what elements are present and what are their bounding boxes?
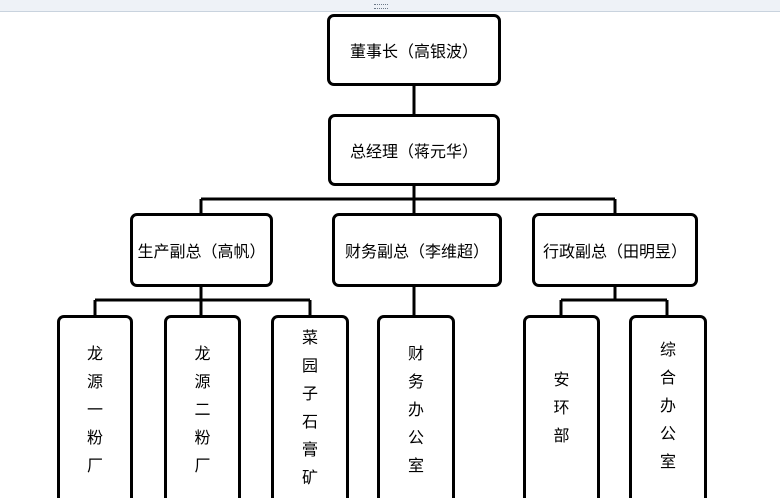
deputy-production-box[interactable]: 生产副总（高帆） bbox=[130, 213, 273, 287]
window-top-edge bbox=[0, 0, 780, 12]
general-manager-label: 总经理（蒋元华） bbox=[349, 142, 478, 161]
unit-box-finance-office[interactable]: 财务办公室 bbox=[377, 315, 455, 498]
unit-label-finance-office: 财务办公室 bbox=[407, 344, 424, 475]
unit-label-safety-env: 安环部 bbox=[553, 370, 570, 445]
deputy-admin-box[interactable]: 行政副总（田明昱） bbox=[532, 213, 698, 287]
unit-box-longyuan-2[interactable]: 龙源二粉厂 bbox=[164, 315, 241, 498]
resize-grip-icon[interactable] bbox=[374, 4, 388, 9]
deputy-production-label: 生产副总（高帆） bbox=[137, 242, 266, 261]
unit-label-longyuan-1: 龙源一粉厂 bbox=[86, 344, 103, 475]
unit-box-general-office[interactable]: 综合办公室 bbox=[629, 315, 707, 498]
unit-box-longyuan-1[interactable]: 龙源一粉厂 bbox=[57, 315, 133, 498]
general-manager-box[interactable]: 总经理（蒋元华） bbox=[328, 114, 500, 186]
unit-label-general-office: 综合办公室 bbox=[659, 340, 676, 471]
chairman-label: 董事长（高银波） bbox=[349, 42, 478, 61]
unit-label-caiyuanzi-mine: 菜园子石膏矿 bbox=[301, 328, 318, 487]
deputy-finance-label: 财务副总（李维超） bbox=[344, 242, 489, 261]
chairman-box[interactable]: 董事长（高银波） bbox=[327, 14, 501, 86]
unit-box-safety-env[interactable]: 安环部 bbox=[523, 315, 600, 498]
deputy-finance-box[interactable]: 财务副总（李维超） bbox=[332, 213, 502, 287]
deputy-admin-label: 行政副总（田明昱） bbox=[542, 242, 687, 261]
unit-label-longyuan-2: 龙源二粉厂 bbox=[194, 344, 211, 475]
unit-box-caiyuanzi-mine[interactable]: 菜园子石膏矿 bbox=[271, 315, 349, 498]
